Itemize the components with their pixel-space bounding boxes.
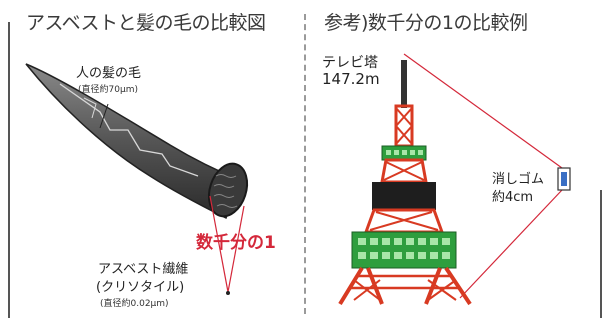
hair-comparison-panel: アスベストと髪の毛の比較図 人の髪の毛 (直径約70μm) 数千分の1 アスベス… [0, 0, 300, 320]
hair-highlight [59, 83, 199, 177]
scale-line-bottom [459, 189, 563, 299]
eraser-size-label: 約4cm [492, 190, 534, 205]
tower-lower-deck [351, 231, 457, 269]
tower-label: テレビ塔 [322, 55, 378, 71]
tv-tower-illustration [338, 53, 571, 306]
zoom-line-left [209, 195, 229, 293]
scale-line-top [403, 53, 563, 169]
hair-comparison-title: アスベストと髪の毛の比較図 [26, 12, 266, 34]
hair-illustration [25, 63, 249, 295]
tower-legs [338, 266, 472, 306]
tower-antenna [401, 60, 407, 108]
hair-size-label: (直径約70μm) [78, 85, 138, 95]
asbestos-size-label: (直径約0.02μm) [100, 299, 169, 309]
asbestos-fiber-dot [226, 291, 230, 295]
right-edge-line [600, 190, 602, 318]
zoom-line-right [227, 205, 245, 293]
scale-example-title: 参考)数千分の1の比較例 [324, 12, 528, 34]
eraser-label: 消しゴム [492, 172, 545, 187]
asbestos-label: アスベスト繊維 [98, 262, 189, 277]
left-edge-line [8, 22, 10, 318]
panel-divider [304, 14, 306, 314]
ratio-label: 数千分の1 [196, 233, 276, 253]
hair-strand [25, 63, 241, 220]
hair-label: 人の髪の毛 [76, 66, 142, 81]
asbestos-type-label: (クリソタイル) [96, 280, 185, 295]
scale-example-panel: 参考)数千分の1の比較例 [310, 0, 608, 320]
tower-height-label: 147.2m [322, 70, 380, 88]
tower-clock-panel [372, 182, 436, 210]
hair-cross-section [207, 162, 249, 218]
